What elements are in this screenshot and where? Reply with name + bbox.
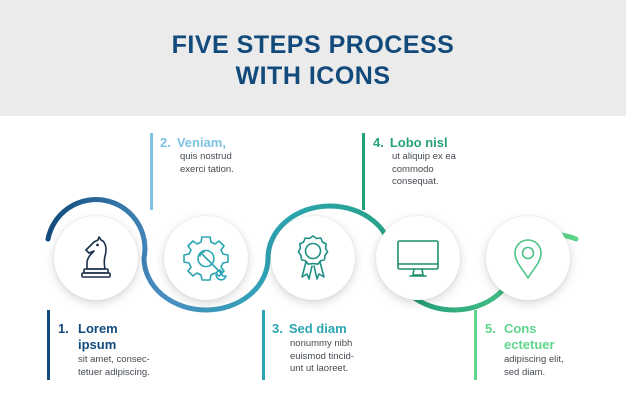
step-4-bar bbox=[362, 133, 365, 210]
step-5-title: 5. Cons ectetuer bbox=[485, 321, 555, 353]
step-4-circle bbox=[376, 216, 460, 300]
step-3-desc-line-3: unt ut laoreet. bbox=[290, 363, 349, 374]
page-title-line-2: WITH ICONS bbox=[235, 62, 391, 90]
step-4-title: 4. Lobo nisl bbox=[373, 135, 448, 151]
step-3-title-line-1: Sed diam bbox=[288, 321, 347, 336]
step-3-title: 3. Sed diam bbox=[272, 321, 347, 337]
step-1-description: sit amet, consec- tetuer adipiscing. bbox=[78, 354, 150, 379]
step-2-bar bbox=[150, 133, 153, 210]
step-1-circle bbox=[54, 216, 138, 300]
monitor-icon bbox=[397, 240, 439, 277]
step-4-desc-line-3: consequat. bbox=[392, 176, 439, 187]
step-4-desc-line-1: ut aliquip ex ea bbox=[392, 151, 456, 162]
step-3-desc-line-1: nonummy nibh bbox=[290, 338, 353, 349]
step-2-description: quis nostrud exerci tation. bbox=[180, 151, 234, 176]
step-2-desc-line-2: exerci tation. bbox=[180, 163, 234, 175]
step-2-title-line-1: Veniam, bbox=[176, 135, 226, 150]
step-4-title-line-1: Lobo nisl bbox=[389, 135, 448, 150]
step-1-title-line-2: ipsum bbox=[78, 337, 117, 352]
page-title-line-1: FIVE STEPS PROCESS bbox=[171, 31, 455, 59]
step-5-number: 5. bbox=[485, 321, 496, 336]
step-4-desc-line-2: commodo bbox=[392, 163, 434, 175]
step-1-title-line-1: Lorem bbox=[78, 321, 118, 336]
step-5-desc-line-2: sed diam. bbox=[504, 366, 546, 378]
step-2-number: 2. bbox=[160, 135, 171, 150]
step-5-desc-line-1: adipiscing elit, bbox=[504, 354, 564, 365]
header-band bbox=[0, 0, 626, 116]
gear-wrench-icon bbox=[183, 236, 229, 281]
step-1-desc-line-1: sit amet, consec- bbox=[78, 354, 150, 365]
step-3-number: 3. bbox=[272, 321, 283, 336]
step-4-description: ut aliquip ex ea commodo consequat. bbox=[392, 151, 456, 189]
step-2-title: 2. Veniam, bbox=[160, 135, 226, 151]
step-1-title: 1. Lorem ipsum bbox=[58, 321, 118, 353]
award-ribbon-icon bbox=[297, 235, 329, 280]
step-3-bar bbox=[262, 310, 265, 380]
page-title: FIVE STEPS PROCESS WITH ICONS bbox=[0, 30, 626, 92]
step-2-circle bbox=[164, 216, 248, 300]
step-3-desc-line-2: euismod tincid- bbox=[290, 350, 354, 362]
location-pin-icon bbox=[514, 239, 542, 279]
step-3-circle bbox=[271, 216, 355, 300]
step-5-description: adipiscing elit, sed diam. bbox=[504, 354, 564, 379]
step-5-title-line-2: ectetuer bbox=[504, 337, 555, 352]
step-4-number: 4. bbox=[373, 135, 384, 150]
step-1-desc-line-2: tetuer adipiscing. bbox=[78, 366, 150, 378]
step-5-title-line-1: Cons bbox=[504, 321, 537, 336]
step-5-circle bbox=[486, 216, 570, 300]
step-1-bar bbox=[47, 310, 50, 380]
step-2-desc-line-1: quis nostrud bbox=[180, 151, 232, 162]
step-1-number: 1. bbox=[58, 321, 69, 336]
chess-knight-icon bbox=[81, 236, 111, 278]
step-3-description: nonummy nibh euismod tincid- unt ut laor… bbox=[290, 338, 354, 376]
step-5-bar bbox=[474, 310, 477, 380]
